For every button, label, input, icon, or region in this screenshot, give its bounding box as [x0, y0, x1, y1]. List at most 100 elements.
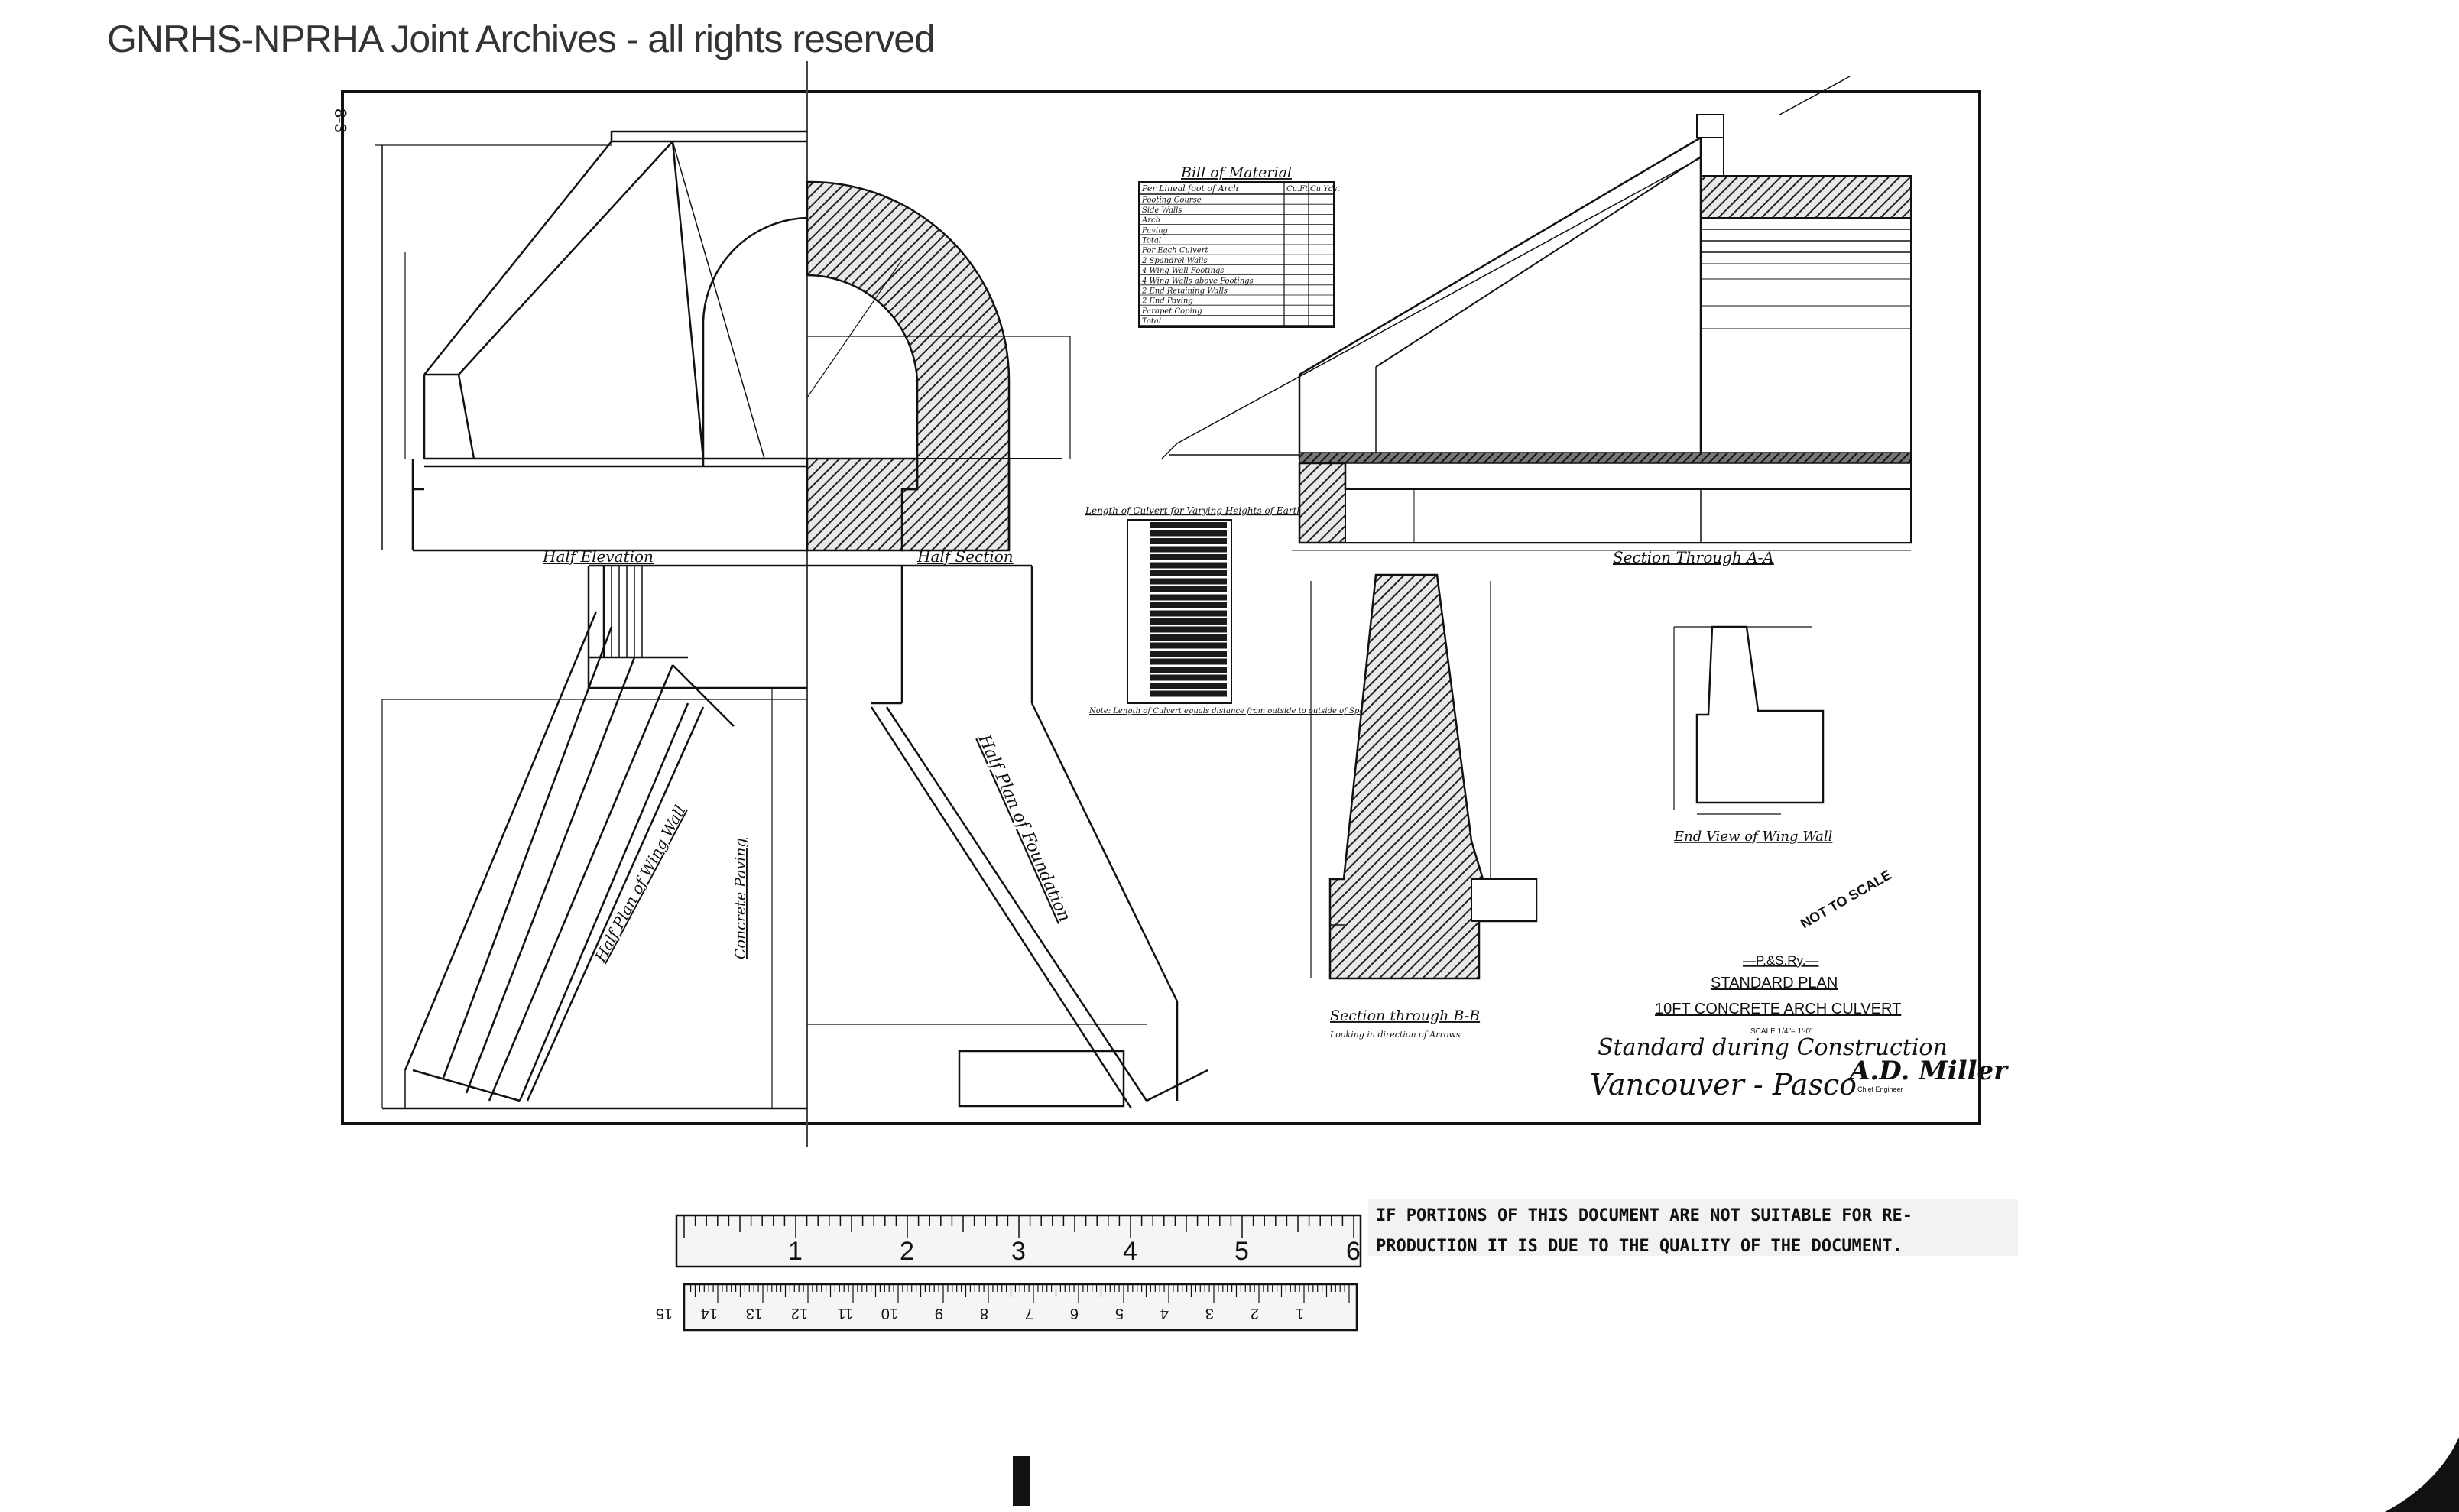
culvert-row: [1150, 683, 1227, 689]
bom-row-label: 2 End Paving: [1141, 297, 1193, 306]
section-aa-label: Section Through A-A: [1613, 548, 1774, 566]
bom-row-label: 2 End Retaining Walls: [1141, 287, 1228, 296]
culvert-row: [1150, 546, 1227, 553]
signature-title: Chief Engineer: [1857, 1085, 1903, 1093]
half-elevation-view: [375, 130, 808, 552]
culvert-row: [1150, 618, 1227, 625]
culvert-row: [1150, 610, 1227, 617]
bom-row-label: Total: [1142, 237, 1161, 245]
culvert-row: [1150, 578, 1227, 585]
section-bb-note: Looking in direction of Arrows: [1329, 1030, 1461, 1040]
not-to-scale-stamp: NOT TO SCALE: [1798, 867, 1894, 931]
bom-row-label: 4 Wing Walls above Footings: [1141, 277, 1254, 285]
culvert-row: [1150, 690, 1227, 697]
end-view-label: End View of Wing Wall: [1673, 829, 1833, 845]
inch-label: 3: [1011, 1237, 1026, 1266]
section-aa-view: [1161, 76, 1915, 551]
cm-label: 14: [701, 1305, 718, 1322]
culvert-row: [1150, 602, 1227, 608]
culvert-table-title: Length of Culvert for Varying Heights of…: [1085, 505, 1321, 516]
page-number: 8-3: [331, 109, 350, 133]
culvert-row: [1150, 570, 1227, 576]
culvert-row: [1150, 522, 1227, 528]
bom-row-label: Arch: [1141, 216, 1160, 225]
bom-row-label: Parapet Coping: [1141, 307, 1202, 316]
railroad-name: —P.&S.Ry.—: [1743, 953, 1819, 968]
bom-row-label: For Each Culvert: [1141, 247, 1208, 255]
culvert-row: [1150, 642, 1227, 649]
culvert-row: [1150, 667, 1227, 673]
inch-label: 6: [1346, 1237, 1361, 1266]
handwritten-note-1: Standard during Construction: [1598, 1034, 1948, 1061]
bom-row-label: Total: [1142, 317, 1161, 326]
bom-header-item: Per Lineal foot of Arch: [1141, 183, 1238, 193]
handwritten-note-2: Vancouver - Pasco: [1590, 1068, 1857, 1102]
culvert-table-note: Note: Length of Culvert equals distance …: [1088, 707, 1410, 715]
cm-label: 3: [1205, 1305, 1214, 1322]
culvert-row: [1150, 538, 1227, 544]
standard-plan-title: STANDARD PLAN: [1711, 975, 1838, 991]
half-section-label: Half Section: [916, 547, 1014, 566]
culvert-row: [1150, 554, 1227, 560]
section-bb-view: [1310, 573, 1538, 980]
scale-note: SCALE 1/4"= 1'-0": [1750, 1027, 1813, 1036]
half-section-view: [806, 180, 1071, 552]
concrete-paving-label: Concrete Paving: [732, 838, 749, 959]
culvert-row: [1150, 658, 1227, 665]
cm-label: 5: [1115, 1305, 1124, 1322]
culvert-row: [1150, 530, 1227, 537]
bom-row-label: 4 Wing Wall Footings: [1141, 267, 1224, 275]
culvert-row: [1150, 626, 1227, 633]
cm-label: 13: [746, 1305, 763, 1322]
cm-label: 15: [656, 1305, 673, 1322]
half-elevation-label: Half Elevation: [542, 547, 654, 566]
culvert-row: [1150, 651, 1227, 657]
culvert-row: [1150, 562, 1227, 569]
cm-label: 7: [1025, 1305, 1033, 1322]
cm-label: 4: [1160, 1305, 1169, 1322]
section-bb-label: Section through B-B: [1330, 1007, 1480, 1024]
scan-corner-artifact: [2385, 1437, 2459, 1512]
half-plan-foundation: [807, 564, 1208, 1109]
bom-title: Bill of Material: [1180, 164, 1292, 181]
bom-row-label: 2 Spandrel Walls: [1141, 257, 1208, 265]
cm-label: 10: [881, 1305, 898, 1322]
culvert-length-table: Length of Culvert for Varying Heights of…: [1085, 505, 1410, 715]
scan-mark: [1013, 1456, 1030, 1506]
disclaimer-line-2: PRODUCTION IT IS DUE TO THE QUALITY OF T…: [1376, 1237, 1903, 1256]
bom-header-cuyd: Cu.Yds.: [1310, 185, 1340, 193]
cm-label: 9: [935, 1305, 943, 1322]
culvert-row: [1150, 674, 1227, 681]
bom-row-label: Footing Course: [1141, 196, 1202, 205]
inch-label: 4: [1123, 1237, 1137, 1266]
bill-of-material-table: Bill of Material Per Lineal foot of Arch…: [1138, 164, 1340, 328]
cm-label: 12: [791, 1305, 808, 1322]
inch-label: 5: [1234, 1237, 1249, 1266]
cm-label: 11: [837, 1305, 853, 1322]
inch-label: 1: [788, 1237, 803, 1266]
inch-label: 2: [900, 1237, 914, 1266]
culvert-row: [1150, 594, 1227, 601]
bom-header-cuft: Cu.Ft.: [1286, 185, 1310, 193]
cm-label: 1: [1296, 1305, 1304, 1322]
archive-watermark: GNRHS-NPRHA Joint Archives - all rights …: [107, 18, 936, 60]
half-plan-wing-wall: [381, 564, 807, 1110]
culvert-row: [1150, 634, 1227, 641]
cm-label: 8: [980, 1305, 988, 1322]
engineer-signature: A.D. Miller: [1847, 1056, 2009, 1086]
culvert-row: [1150, 586, 1227, 592]
disclaimer-line-1: IF PORTIONS OF THIS DOCUMENT ARE NOT SUI…: [1376, 1206, 1912, 1225]
end-view-wing-wall: [1673, 625, 1825, 815]
cm-label: 2: [1251, 1305, 1259, 1322]
reproduction-disclaimer: IF PORTIONS OF THIS DOCUMENT ARE NOT SUI…: [1368, 1199, 2018, 1256]
bom-row-label: Side Walls: [1142, 206, 1182, 215]
title-block: NOT TO SCALE —P.&S.Ry.— STANDARD PLAN 10…: [1590, 867, 2009, 1102]
cm-label: 6: [1070, 1305, 1079, 1322]
culvert-description: 10FT CONCRETE ARCH CULVERT: [1655, 1001, 1901, 1017]
culvert-rows: [1150, 522, 1227, 697]
sheet-border: [341, 90, 1981, 1125]
bom-row-label: Paving: [1141, 226, 1168, 235]
